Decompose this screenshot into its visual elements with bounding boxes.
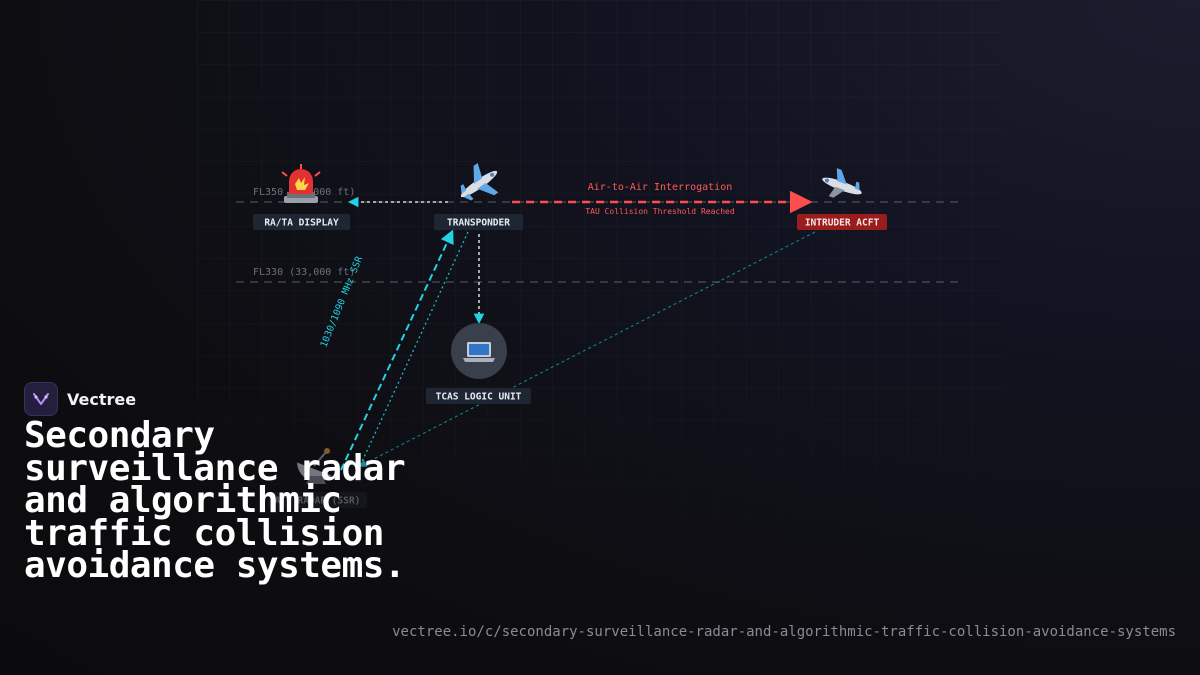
ra-ta-display-node: RA/TA DISPLAY: [253, 164, 350, 230]
brand: Vectree: [24, 382, 136, 416]
siren-icon: [281, 164, 321, 203]
atc-radar-badge: [268, 492, 367, 508]
atc-radar-node: ATC RADAR (SSR): [268, 448, 367, 508]
interrogation-label: Air-to-Air Interrogation: [588, 182, 733, 193]
tcas-logic-badge: [426, 388, 531, 404]
transponder-node: TRANSPONDER: [434, 162, 523, 230]
background-grid: [197, 0, 1003, 560]
brand-name: Vectree: [67, 389, 137, 409]
tcas-logic-label: TCAS LOGIC UNIT: [436, 392, 522, 403]
intruder-to-radar-link: [358, 231, 816, 467]
intruder-node: INTRUDER ACFT: [797, 168, 887, 230]
fl330-label: FL330 (33,000 ft): [253, 267, 355, 278]
page-title: Secondary surveillance radar and algorit…: [24, 415, 406, 586]
airplane-icon: [822, 168, 862, 198]
satellite-dish-icon: [297, 448, 332, 484]
transponder-badge: [434, 214, 523, 230]
intruder-badge: [797, 214, 887, 230]
atc-radar-label: ATC RADAR (SSR): [275, 496, 361, 507]
intruder-label: INTRUDER ACFT: [805, 218, 880, 229]
ra-ta-display-badge: [253, 214, 350, 230]
laptop-icon: [463, 342, 495, 362]
tcas-logic-node: TCAS LOGIC UNIT: [426, 323, 531, 404]
ra-ta-display-label: RA/TA DISPLAY: [264, 218, 339, 229]
transponder-label: TRANSPONDER: [447, 218, 510, 229]
tau-label: TAU Collision Threshold Reached: [585, 207, 734, 216]
airplane-icon: [460, 162, 499, 201]
page-url[interactable]: vectree.io/c/secondary-surveillance-rada…: [392, 624, 1176, 640]
vectree-logo-icon: [24, 382, 58, 416]
